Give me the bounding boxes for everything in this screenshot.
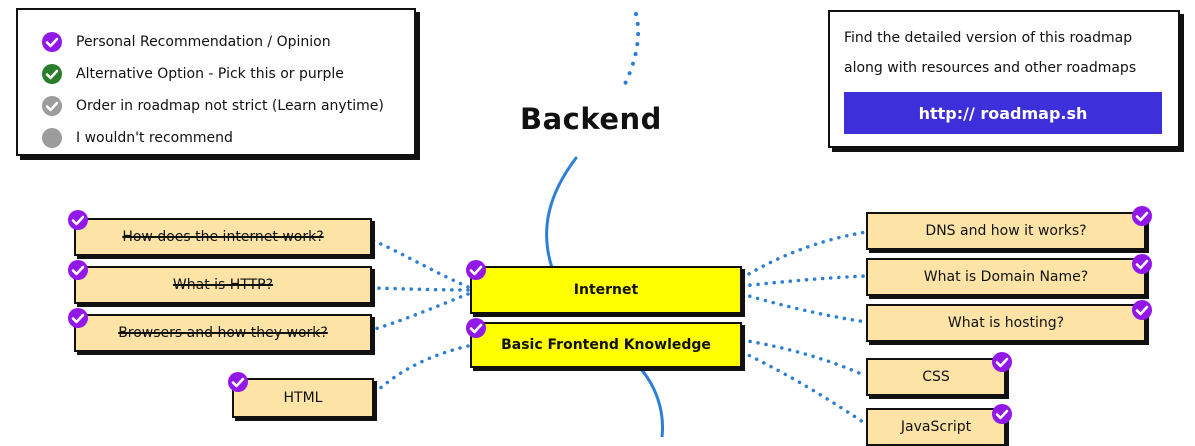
check-circle-icon [466, 260, 486, 280]
subtopic-label: Browsers and how they work? [118, 325, 328, 341]
subtopic-label: What is hosting? [947, 315, 1065, 331]
subtopic-internet-work[interactable]: How does the internet work? [68, 210, 372, 256]
subtopic-css[interactable]: CSS [866, 352, 1012, 396]
topic-label: Internet [573, 282, 639, 298]
connector-html [374, 344, 470, 394]
check-circle-icon [1132, 206, 1152, 226]
connector-css [740, 338, 868, 378]
check-circle-icon [68, 260, 88, 280]
subtopic-dns[interactable]: DNS and how it works? [866, 206, 1152, 250]
spine-main [545, 156, 578, 270]
subtopic-hosting[interactable]: What is hosting? [866, 300, 1152, 342]
connector-domain [740, 274, 868, 288]
subtopic-label: How does the internet work? [122, 229, 324, 245]
subtopic-label: HTML [283, 390, 323, 406]
subtopic-label: CSS [922, 369, 950, 385]
check-circle-icon [1132, 300, 1152, 320]
check-circle-icon [42, 96, 62, 116]
info-text-line-2: along with resources and other roadmaps [844, 60, 1137, 76]
topic-internet[interactable]: Internet [466, 260, 742, 314]
connector-lines [370, 12, 868, 437]
legend-item-alternative: Alternative Option - Pick this or purple [42, 64, 344, 84]
spine-bottom [638, 366, 665, 437]
check-circle-icon [992, 404, 1012, 424]
check-circle-icon [992, 352, 1012, 372]
check-circle-icon [42, 32, 62, 52]
roadmap-link-button[interactable]: http:// roadmap.sh [844, 92, 1162, 134]
spine-top [620, 12, 641, 92]
topic-basic-frontend[interactable]: Basic Frontend Knowledge [466, 318, 742, 368]
connector-internet-work [370, 238, 470, 289]
subtopic-html[interactable]: HTML [228, 372, 374, 418]
check-circle-icon [1132, 254, 1152, 274]
subtopic-javascript[interactable]: JavaScript [866, 404, 1012, 446]
legend-item-recommend: Personal Recommendation / Opinion [42, 32, 331, 52]
connector-browsers [370, 292, 470, 332]
info-text-line-1: Find the detailed version of this roadma… [844, 30, 1133, 46]
page-title: Backend [520, 102, 662, 136]
check-circle-icon [68, 210, 88, 230]
subtopic-label: JavaScript [900, 419, 972, 435]
connector-hosting [740, 292, 868, 324]
subtopic-domain-name[interactable]: What is Domain Name? [866, 254, 1152, 296]
legend-item-not-recommend: I wouldn't recommend [42, 128, 233, 148]
circle-icon [42, 128, 62, 148]
legend-label: Alternative Option - Pick this or purple [76, 66, 344, 82]
check-circle-icon [228, 372, 248, 392]
check-circle-icon [68, 308, 88, 328]
check-circle-icon [42, 64, 62, 84]
connector-http [370, 286, 470, 292]
connector-dns [740, 230, 868, 280]
subtopic-label: What is HTTP? [172, 277, 274, 293]
topic-label: Basic Frontend Knowledge [501, 337, 711, 353]
legend-label: Personal Recommendation / Opinion [76, 34, 331, 50]
legend-box: Personal Recommendation / Opinion Altern… [16, 8, 416, 156]
subtopic-label: What is Domain Name? [923, 269, 1089, 285]
subtopic-browsers[interactable]: Browsers and how they work? [68, 308, 372, 352]
legend-label: I wouldn't recommend [76, 130, 233, 146]
legend-label: Order in roadmap not strict (Learn anyti… [76, 98, 384, 114]
subtopic-http[interactable]: What is HTTP? [68, 260, 372, 304]
info-box: Find the detailed version of this roadma… [828, 10, 1180, 148]
subtopic-label: DNS and how it works? [925, 223, 1087, 239]
legend-item-order: Order in roadmap not strict (Learn anyti… [42, 96, 384, 116]
connector-javascript [740, 350, 868, 426]
check-circle-icon [466, 318, 486, 338]
